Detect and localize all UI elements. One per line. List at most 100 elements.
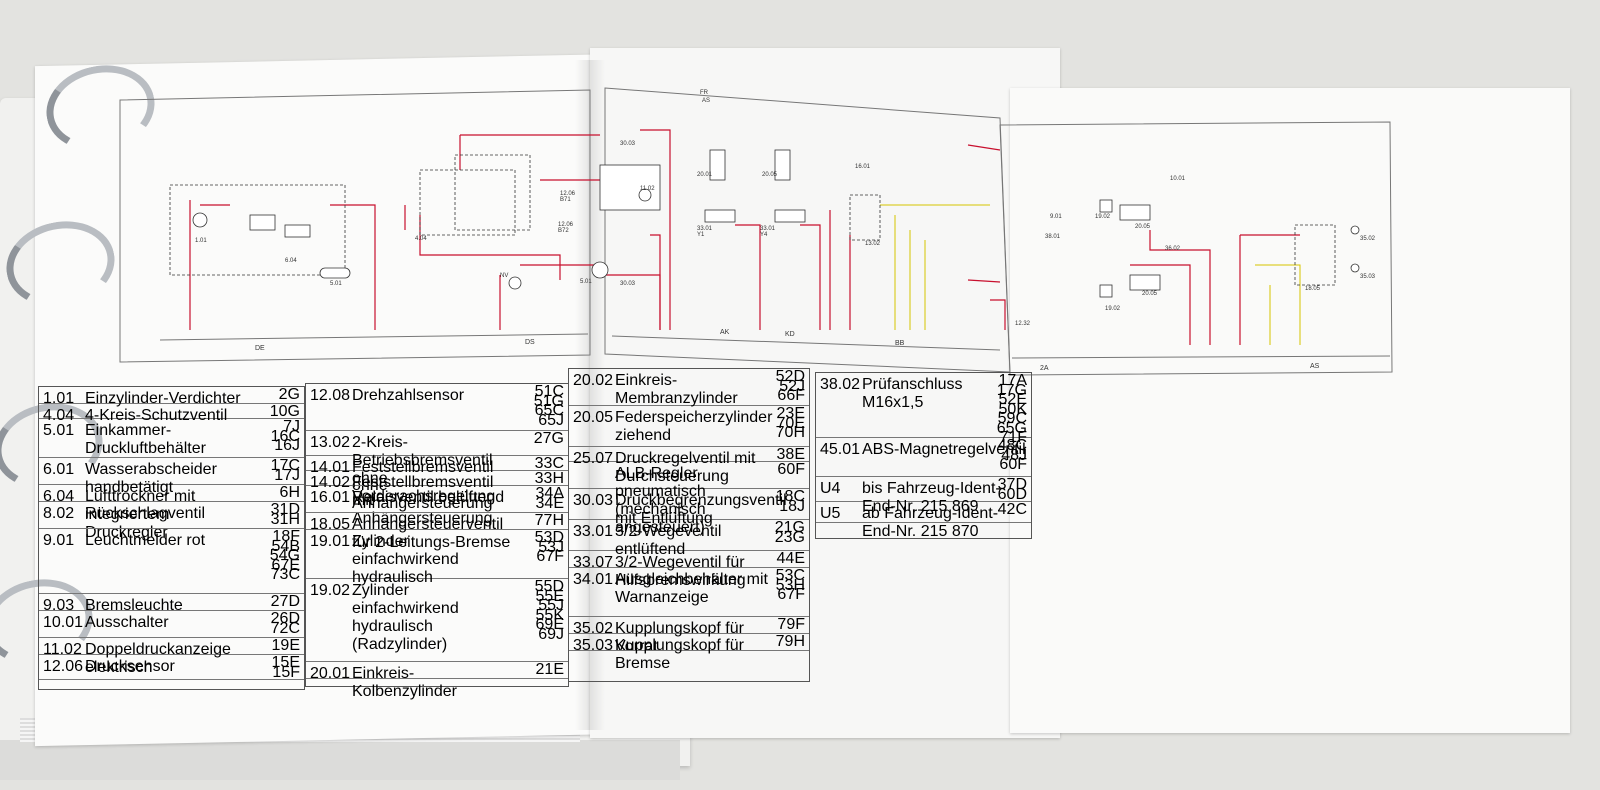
legend-description: Zylinder einfachwirkend hydraulisch (Rad… bbox=[352, 582, 459, 653]
svg-text:12.06: 12.06 bbox=[558, 222, 574, 228]
legend-code: U4 bbox=[820, 480, 841, 497]
svg-text:20.01: 20.01 bbox=[697, 172, 713, 178]
legend-description: Drehzahlsensor bbox=[352, 387, 465, 404]
legend-code: 33.07 bbox=[573, 554, 614, 571]
legend-description: Leuchtmelder rot bbox=[85, 532, 206, 549]
svg-text:20.05: 20.05 bbox=[1142, 291, 1158, 297]
legend-references: 23E 70E 70H bbox=[775, 405, 805, 441]
legend-description: bis Fahrzeug-Ident-End-Nr. 215 869 bbox=[862, 480, 1001, 515]
legend-code: 4.04 bbox=[43, 407, 75, 424]
svg-text:18.05: 18.05 bbox=[1305, 286, 1321, 292]
legend-description: Wasserabscheider handbetätigt bbox=[85, 461, 217, 496]
svg-text:B71: B71 bbox=[560, 197, 571, 203]
legend-references: 77H bbox=[534, 512, 564, 529]
legend-code: 33.01 bbox=[573, 523, 614, 540]
legend-description: Prüfanschluss M16x1,5 bbox=[862, 376, 963, 411]
legend-code: 35.03 bbox=[573, 637, 614, 654]
legend-references: 18F 54B 54G 67E 73C bbox=[269, 528, 300, 583]
svg-text:35.03: 35.03 bbox=[1360, 274, 1376, 280]
legend-description: ABS-Magnetregelventil bbox=[862, 441, 1026, 458]
svg-text:12.32: 12.32 bbox=[1015, 321, 1031, 327]
legend-code: 16.01 bbox=[310, 489, 351, 506]
legend-description: Feststellbremsventil mit Anhängersteueru… bbox=[352, 474, 494, 527]
legend-description: Ausgleichbehälter mit Warnanzeige bbox=[615, 571, 768, 606]
legend-description: Anhängersteuerventil für 2-Leitungs-Brem… bbox=[352, 516, 511, 551]
section-de: DE bbox=[255, 345, 265, 352]
svg-text:20.05: 20.05 bbox=[762, 172, 778, 178]
legend-references: 7J 16C 16J bbox=[270, 418, 300, 454]
legend-description: Feststellbremsventil ohne Anhängersteuer… bbox=[352, 459, 494, 512]
svg-text:9.01: 9.01 bbox=[1050, 214, 1062, 220]
svg-text:6.04: 6.04 bbox=[285, 258, 297, 264]
legend-references: 55D 55E 55J 55K 69E 69J bbox=[534, 578, 564, 643]
legend-description: ALB-Regler pneumatisch (mechanisch anges… bbox=[615, 465, 706, 536]
legend-description: Einzylinder-Verdichter bbox=[85, 390, 241, 407]
legend-row: ALB-Regler pneumatisch (mechanisch anges… bbox=[569, 462, 809, 536]
svg-text:35.02: 35.02 bbox=[1360, 236, 1376, 242]
legend-description: Ausschalter bbox=[85, 614, 169, 631]
legend-code: 18.05 bbox=[310, 516, 351, 533]
section-bb: BB bbox=[895, 340, 905, 347]
legend-description: Einkreis-Kolbenzylinder bbox=[352, 665, 457, 700]
svg-text:1.01: 1.01 bbox=[195, 238, 207, 244]
legend-references: 53C 53H 67F bbox=[775, 567, 805, 603]
legend-code: U5 bbox=[820, 505, 841, 522]
legend-description: Zylinder einfachwirkend hydraulisch bbox=[352, 533, 459, 586]
component-symbols bbox=[192, 149, 1360, 298]
legend-description: Rückschlagventil bbox=[85, 505, 206, 522]
section-ds: DS bbox=[525, 339, 535, 346]
legend-description: Druckbegrenzungsventil mit Entlüftung bbox=[615, 492, 787, 527]
legend-code: 20.05 bbox=[573, 409, 614, 426]
legend-code: 8.02 bbox=[43, 505, 75, 522]
legend-references: 19E bbox=[271, 637, 300, 654]
legend-description: Federspeicherzylinder ziehend bbox=[615, 409, 773, 444]
svg-text:5.01: 5.01 bbox=[330, 281, 342, 287]
legend-code: 9.03 bbox=[43, 597, 75, 614]
legend-references: 27G bbox=[533, 430, 564, 447]
legend-references: 79F bbox=[777, 616, 805, 633]
svg-text:10.01: 10.01 bbox=[1170, 176, 1186, 182]
legend-code: 6.01 bbox=[43, 461, 75, 478]
legend-references: 26D 72C bbox=[270, 610, 300, 637]
legend-references: 37D 60D bbox=[997, 476, 1027, 503]
svg-text:36.02: 36.02 bbox=[1165, 246, 1181, 252]
legend-description: Doppeldruckanzeige elektrisch bbox=[85, 641, 231, 676]
component-outlines bbox=[169, 154, 1336, 286]
legend-references: 6H bbox=[279, 484, 300, 501]
svg-text:AS: AS bbox=[702, 98, 710, 104]
legend-code: 6.04 bbox=[43, 488, 75, 505]
schematic-frame-right bbox=[999, 121, 1393, 376]
svg-text:20.05: 20.05 bbox=[1135, 224, 1151, 230]
legend-references: 48C 48J 60F bbox=[997, 437, 1027, 473]
legend-code: 12.08 bbox=[310, 387, 351, 404]
legend-references: 17A 17G 52E 50K 59C 65G 71F bbox=[996, 372, 1027, 446]
legend-references: 2G bbox=[278, 386, 300, 403]
svg-text:33.01: 33.01 bbox=[697, 226, 713, 232]
legend-code: 14.01 bbox=[310, 459, 351, 476]
legend-references: 31D 31H bbox=[270, 501, 300, 528]
svg-text:11.02: 11.02 bbox=[640, 186, 655, 192]
section-labels: DE DS AK KD BB 2A AS bbox=[255, 329, 1320, 372]
pneumatic-lines bbox=[189, 129, 1300, 345]
legend-references: 33C bbox=[534, 455, 564, 472]
legend-code: 13.02 bbox=[310, 434, 351, 451]
